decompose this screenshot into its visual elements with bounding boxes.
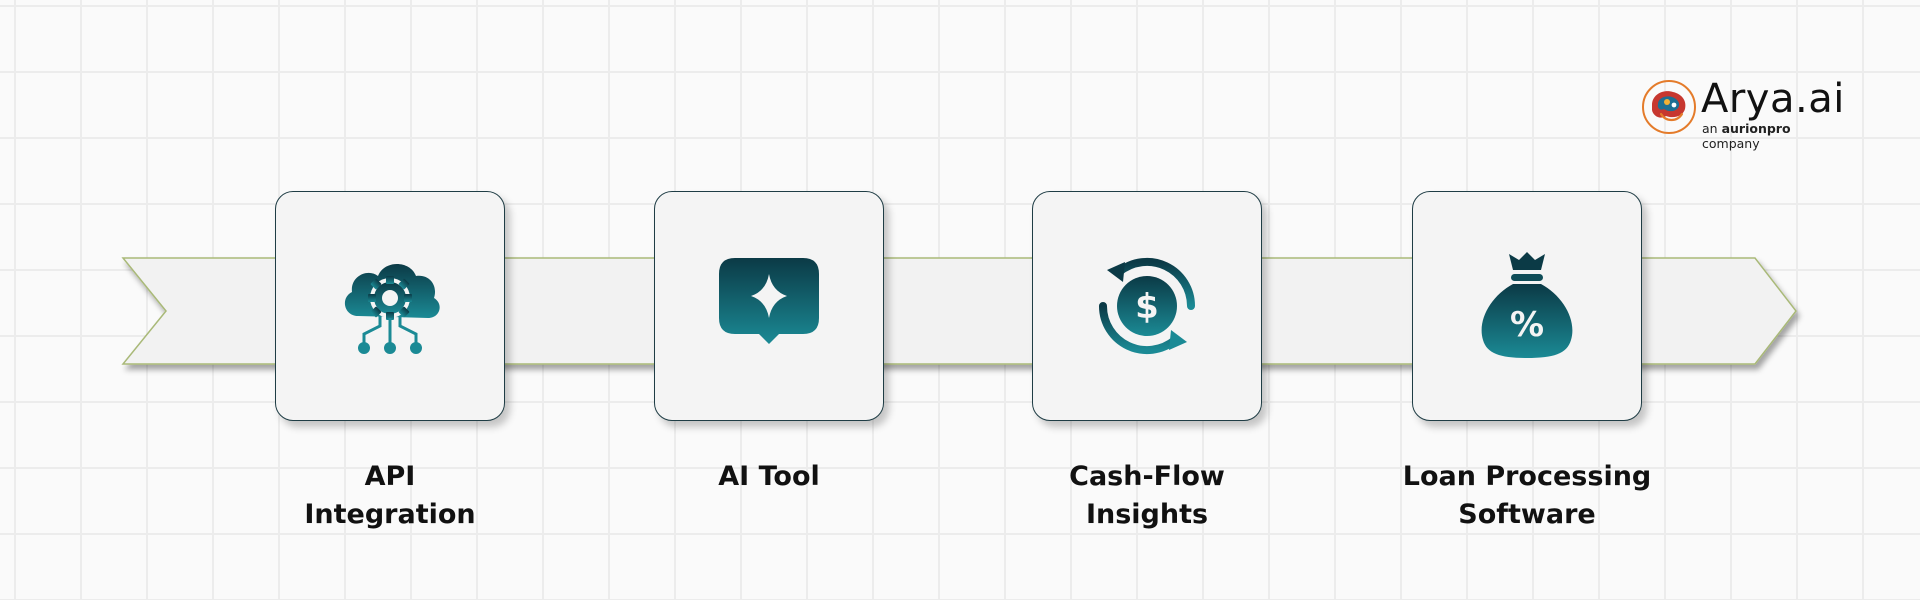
step-label-cash-flow-insights: Cash-Flow Insights <box>982 458 1312 534</box>
step-label-line: Insights <box>1085 499 1209 530</box>
step-card-cash-flow-insights: $ <box>1032 191 1262 421</box>
svg-text:%: % <box>1510 305 1544 345</box>
tagline-suffix: company <box>1702 136 1760 151</box>
step-card-ai-tool <box>654 191 884 421</box>
brand-tagline: an aurionpro company <box>1702 121 1840 151</box>
step-label-line: Cash-Flow <box>1069 461 1225 492</box>
money-bag-percent-icon: % <box>1481 252 1573 358</box>
tagline-prefix: an <box>1702 121 1718 136</box>
arya-brain-logo-icon <box>1642 80 1696 134</box>
cash-flow-cycle-icon: $ <box>1098 257 1196 355</box>
step-card-api-integration <box>275 191 505 421</box>
arya-ai-logo: Arya.ai an aurionpro company <box>1640 76 1844 151</box>
cloud-gear-network-icon <box>344 264 440 354</box>
brand-name: Arya.ai <box>1701 76 1845 122</box>
step-label-api-integration: API Integration <box>225 458 555 534</box>
step-label-line: Integration <box>304 499 476 530</box>
step-label-ai-tool: AI Tool <box>604 458 934 496</box>
step-label-line: API <box>364 461 416 492</box>
tagline-brand: aurionpro <box>1721 121 1791 136</box>
step-label-line: Software <box>1458 499 1596 530</box>
step-label-line: Loan Processing <box>1402 461 1652 492</box>
svg-text:$: $ <box>1135 287 1159 327</box>
ai-sparkle-chat-icon <box>719 258 819 344</box>
step-label-loan-processing-software: Loan Processing Software <box>1362 458 1692 534</box>
step-label-line: AI Tool <box>718 461 820 492</box>
step-card-loan-processing-software: % <box>1412 191 1642 421</box>
